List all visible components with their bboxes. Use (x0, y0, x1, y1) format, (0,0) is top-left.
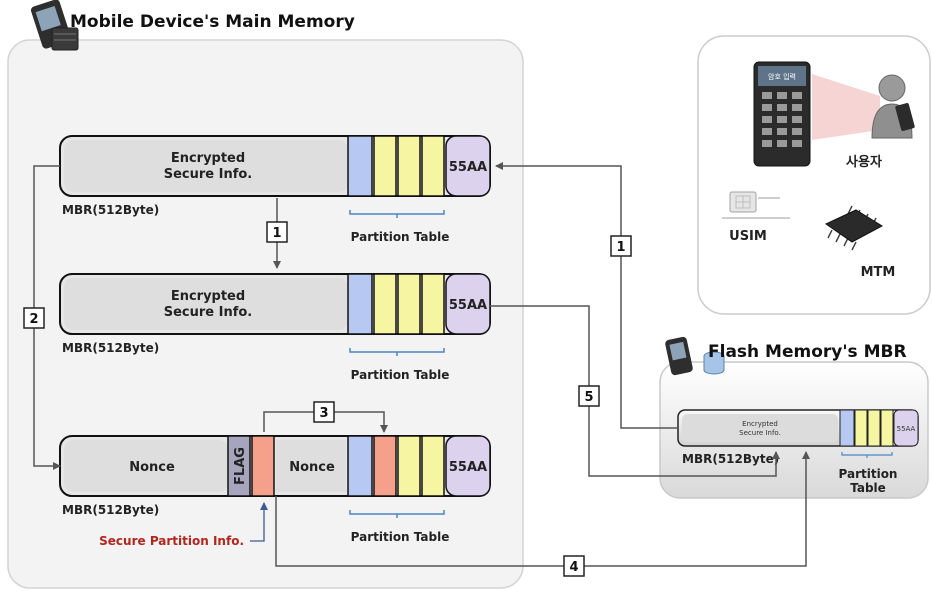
usim-label: USIM (729, 229, 767, 244)
flash-encrypted-label: Encrypted (742, 420, 778, 428)
step-1-right-badge: 1 (610, 235, 632, 257)
step-4-badge: 4 (563, 555, 585, 577)
signature-cell (445, 435, 491, 497)
step-1-badge: 1 (266, 221, 288, 243)
signature-cell (445, 135, 491, 197)
flash-signature-label: 55AA (897, 425, 916, 433)
arrow-step4 (275, 451, 810, 567)
partition-cell (421, 273, 445, 335)
flash-partition-cell (880, 409, 894, 447)
partition-cell (397, 435, 421, 497)
partition-cell (373, 273, 397, 335)
partition-table-label: Partition Table (351, 368, 450, 382)
svg-text:4: 4 (569, 560, 578, 575)
partition-cell (347, 273, 373, 335)
secure-partition-info-label: Secure Partition Info. (99, 534, 244, 548)
signature-label: 55AA (449, 160, 487, 175)
partition-cell (397, 135, 421, 197)
partition-cell (421, 435, 445, 497)
nonce-left-label: Nonce (129, 460, 175, 475)
flash-mbr-bar: Encrypted Secure Info. 55AA MBR(512Byte)… (677, 409, 919, 495)
flash-mbr-title: Flash Memory's MBR (708, 342, 907, 362)
svg-text:2: 2 (29, 312, 38, 327)
phone-keypad-icon: 암호 입력 (753, 61, 811, 167)
flash-partition-cell (854, 409, 868, 447)
secure-partition-cell (251, 435, 275, 497)
partition-cell (373, 135, 397, 197)
flash-partition-label-line1: Partition (839, 467, 898, 481)
mobile-device-icon (30, 0, 79, 51)
partition-cell (421, 135, 445, 197)
flash-partition-label-line2: Table (850, 481, 886, 495)
partition-cell (347, 435, 373, 497)
partition-cell (397, 273, 421, 335)
flash-device-icon (665, 336, 725, 376)
signature-label: 55AA (449, 298, 487, 313)
flash-signature-cell (893, 409, 919, 447)
step-2-badge: 2 (23, 307, 45, 329)
signature-cell (445, 273, 491, 335)
main-memory-title: Mobile Device's Main Memory (70, 12, 355, 32)
step-3-badge: 3 (313, 401, 335, 423)
mtm-chip-icon (824, 205, 884, 251)
encrypted-label: Encrypted (171, 151, 245, 166)
mbr-row-3: Nonce FLAG Nonce 55AA MBR(512Byte) Parti… (59, 435, 491, 548)
partition-table-label: Partition Table (351, 230, 450, 244)
usim-icon (722, 191, 790, 219)
svg-text:1: 1 (272, 226, 281, 241)
view-beam (812, 74, 880, 140)
svg-text:5: 5 (584, 390, 593, 405)
mbr-size-label: MBR(512Byte) (62, 503, 159, 517)
arrow-step1-right (495, 162, 678, 429)
mtm-label: MTM (861, 265, 896, 280)
flash-partition-cell (839, 409, 855, 447)
mbr-size-label: MBR(512Byte) (62, 341, 159, 355)
flash-secure-info-label: Secure Info. (739, 429, 781, 437)
mbr-row-1: Encrypted Secure Info. 55AA MBR(512Byte)… (59, 135, 491, 244)
step-5-badge: 5 (578, 385, 600, 407)
secure-info-label: Secure Info. (164, 167, 253, 182)
svg-text:1: 1 (616, 240, 625, 255)
flash-mbr-size-label: MBR(512Byte) (682, 452, 779, 466)
mbr-size-label: MBR(512Byte) (62, 203, 159, 217)
user-label: 사용자 (846, 154, 882, 170)
secure-info-label: Secure Info. (164, 305, 253, 320)
encrypted-label: Encrypted (171, 289, 245, 304)
signature-label: 55AA (449, 460, 487, 475)
nonce-right-label: Nonce (289, 460, 335, 475)
flag-label: FLAG (233, 447, 248, 485)
arrow-step5 (490, 305, 780, 477)
partition-table-label: Partition Table (351, 530, 450, 544)
phone-screen-text: 암호 입력 (768, 73, 796, 81)
partition-cell (347, 135, 373, 197)
svg-text:3: 3 (319, 406, 328, 421)
partition-cell (373, 435, 397, 497)
flag-cell (227, 435, 251, 497)
mbr-row-2: Encrypted Secure Info. 55AA MBR(512Byte)… (59, 273, 491, 382)
user-icon (871, 74, 915, 139)
flash-partition-cell (867, 409, 881, 447)
